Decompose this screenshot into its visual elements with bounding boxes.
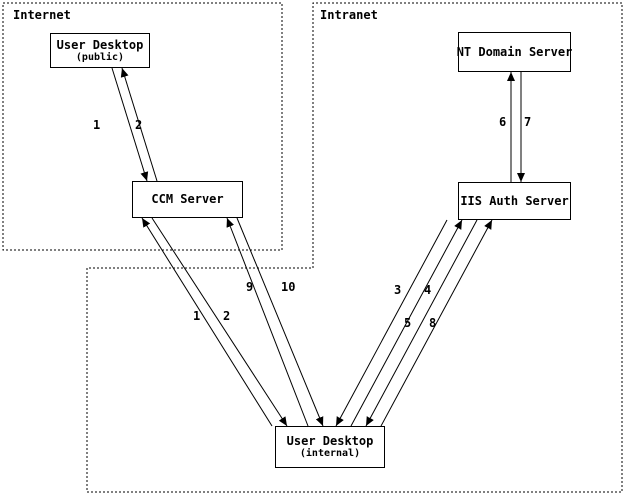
edge-iis-auth-server-to-user-desktop-internal <box>335 219 448 427</box>
edge-label-step-4: 4 <box>424 283 432 297</box>
edge-iis-auth-server-to-user-desktop-internal <box>365 219 478 427</box>
edge-user-desktop-internal-to-iis-auth-server <box>350 219 463 427</box>
edge-label-step-1: 1 <box>193 309 201 323</box>
zone-outline-internet <box>2 2 283 251</box>
edge-label-step-2: 2 <box>223 309 231 323</box>
node-title: User Desktop <box>56 37 144 52</box>
node-subtitle: (public) <box>75 51 125 63</box>
edge-label-step-2: 2 <box>135 118 143 132</box>
edge-label-step-3: 3 <box>394 283 402 297</box>
edge-user-desktop-internal-to-ccm-server <box>226 217 309 427</box>
node-title: CCM Server <box>151 192 224 206</box>
node-nt-domain-server: NT Domain Server <box>456 32 573 72</box>
node-title: NT Domain Server <box>456 44 573 59</box>
node-subtitle: (internal) <box>299 448 361 459</box>
edge-ccm-server-to-user-desktop-public <box>120 67 158 182</box>
node-title: IIS Auth Server <box>460 193 569 208</box>
edge-label-step-6: 6 <box>499 115 507 129</box>
edge-label-step-7: 7 <box>524 115 532 129</box>
edge-user-desktop-internal-to-iis-auth-server <box>380 219 493 427</box>
edge-ccm-server-to-user-desktop-internal <box>151 217 288 427</box>
edge-user-desktop-internal-to-ccm-server <box>141 217 273 427</box>
node-user-desktop-public: User Desktop(public) <box>50 33 150 68</box>
edge-label-step-9: 9 <box>246 280 254 294</box>
zone-outline-intranet <box>86 2 623 493</box>
node-iis-auth-server: IIS Auth Server <box>458 182 571 220</box>
zone-label-intranet: Intranet <box>320 8 378 22</box>
node-title: User Desktop <box>286 434 374 448</box>
node-ccm-server: CCM Server <box>132 181 243 218</box>
zone-label-internet: Internet <box>13 8 71 22</box>
edge-label-step-1: 1 <box>93 118 101 132</box>
edge-user-desktop-public-to-ccm-server <box>111 67 149 182</box>
edge-label-step-8: 8 <box>429 316 437 330</box>
edge-label-step-10: 10 <box>281 280 296 294</box>
edge-label-step-5: 5 <box>404 316 412 330</box>
edge-ccm-server-to-user-desktop-internal <box>236 217 324 427</box>
node-user-desktop-internal: User Desktop(internal) <box>275 426 385 468</box>
